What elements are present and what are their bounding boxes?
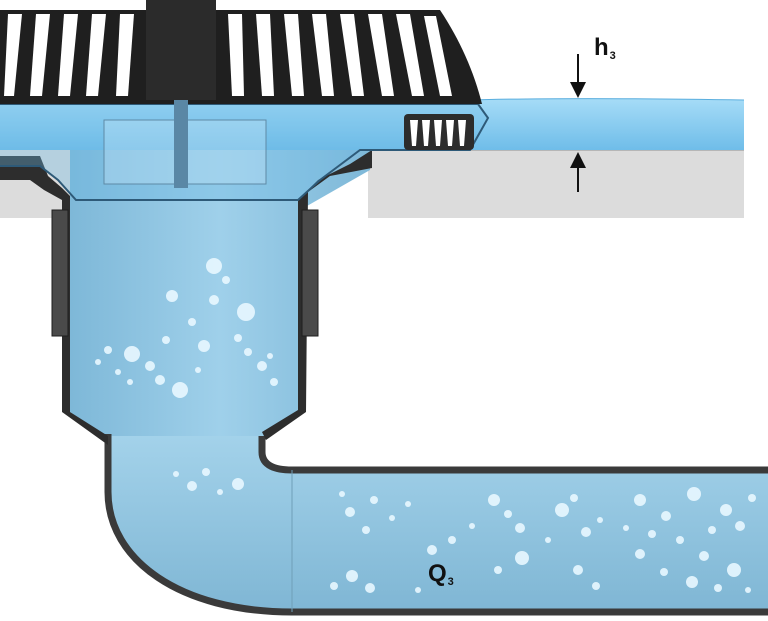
air-bubble — [488, 494, 500, 506]
bend-outer-wall — [104, 434, 768, 616]
air-bubble — [257, 361, 267, 371]
air-bubble — [209, 295, 219, 305]
air-bubble — [155, 375, 165, 385]
air-bubble — [270, 378, 278, 386]
air-bubble — [104, 346, 112, 354]
air-bubble — [727, 563, 741, 577]
air-bubble — [623, 525, 629, 531]
air-bubble — [166, 290, 178, 302]
air-bubble — [362, 526, 370, 534]
air-bubble — [555, 503, 569, 517]
air-bubble — [232, 478, 244, 490]
air-bubble — [686, 576, 698, 588]
air-bubble — [370, 496, 378, 504]
air-bubble — [427, 545, 437, 555]
gravel-guard-slots — [4, 14, 452, 96]
grate-center-stem — [174, 100, 188, 188]
air-bubble — [222, 276, 230, 284]
roof-water-surface — [469, 98, 745, 101]
air-bubble — [346, 570, 358, 582]
air-bubble — [267, 353, 273, 359]
air-bubble — [699, 551, 709, 561]
air-bubble — [676, 536, 684, 544]
air-bubble — [237, 303, 255, 321]
air-bubble — [124, 346, 140, 362]
air-bubble — [634, 494, 646, 506]
water-head-symbol: h — [594, 34, 609, 61]
drain-sleeve-right — [301, 209, 319, 337]
air-bubble — [545, 537, 551, 543]
air-bubble — [202, 468, 210, 476]
arrow-down-icon — [570, 82, 586, 98]
air-bubble — [127, 379, 133, 385]
air-bubble — [714, 584, 722, 592]
flow-rate-symbol: Q — [428, 560, 447, 587]
air-bubble — [581, 527, 591, 537]
air-bubble — [448, 536, 456, 544]
air-bubble — [339, 491, 345, 497]
air-bubble — [389, 515, 395, 521]
water-head-label: h3 — [594, 34, 616, 62]
air-bubble — [597, 517, 603, 523]
air-bubble — [515, 523, 525, 533]
air-bubble — [206, 258, 222, 274]
air-bubble — [330, 582, 338, 590]
air-bubble — [188, 318, 196, 326]
air-bubble — [735, 521, 745, 531]
overflow-inlet — [404, 114, 474, 150]
air-bubble — [635, 549, 645, 559]
air-bubble — [515, 551, 529, 565]
air-bubble — [173, 471, 179, 477]
air-bubble — [573, 565, 583, 575]
bend-inner-wall — [258, 436, 768, 474]
air-bubble — [720, 504, 732, 516]
drain-funnel-outline — [0, 103, 490, 201]
air-bubble — [195, 367, 201, 373]
flow-rate-label: Q3 — [428, 560, 454, 588]
air-bubbles — [95, 258, 756, 593]
air-bubble — [661, 511, 671, 521]
air-bubble — [115, 369, 121, 375]
air-bubble — [648, 530, 656, 538]
air-bubble — [365, 583, 375, 593]
drain-sleeve-left — [51, 209, 69, 337]
air-bubble — [244, 348, 252, 356]
roof-slab-right — [368, 150, 744, 218]
air-bubble — [415, 587, 421, 593]
air-bubble — [198, 340, 210, 352]
air-bubble — [494, 566, 502, 574]
air-bubble — [172, 382, 188, 398]
flow-rate-subscript: 3 — [447, 576, 454, 588]
air-bubble — [145, 361, 155, 371]
air-bubble — [687, 487, 701, 501]
air-bubble — [592, 582, 600, 590]
air-bubble — [504, 510, 512, 518]
air-bubble — [469, 523, 475, 529]
arrow-up-icon — [570, 152, 586, 168]
bend-and-horizontal-water — [108, 436, 768, 612]
air-bubble — [405, 501, 411, 507]
air-bubble — [660, 568, 668, 576]
air-bubble — [708, 526, 716, 534]
water-head-subscript: 3 — [609, 50, 616, 62]
air-bubble — [162, 336, 170, 344]
air-bubble — [217, 489, 223, 495]
air-bubble — [570, 494, 578, 502]
air-bubble — [95, 359, 101, 365]
air-bubble — [745, 587, 751, 593]
air-bubble — [748, 494, 756, 502]
vertical-pipe-water — [70, 150, 370, 470]
air-bubble — [187, 481, 197, 491]
grate-center-hub — [146, 0, 216, 100]
air-bubble — [345, 507, 355, 517]
air-bubble — [234, 334, 242, 342]
